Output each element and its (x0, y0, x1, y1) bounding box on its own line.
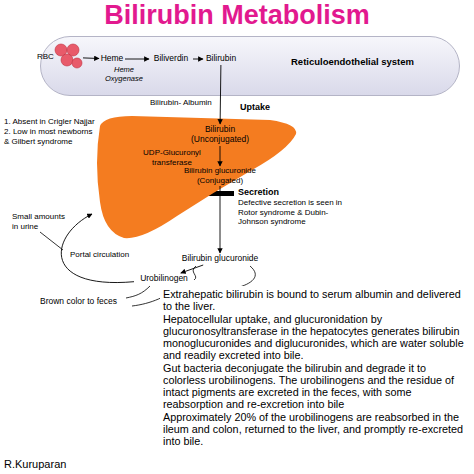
system-band: Reticuloendothelial system RBC Heme Biliver… (40, 36, 460, 96)
rbc-cluster: RBC (37, 41, 83, 73)
metabolite-label: Bilirubin (Unconjugated) (187, 124, 253, 146)
node-text: Extrahepatic bilirubin is bound to serum… (163, 288, 470, 312)
node-text: UDP-Glucuronyl transferase (140, 148, 204, 167)
annotation: R.Kuruparan (4, 458, 66, 470)
edge-label: Portal circulation (70, 250, 129, 259)
node-text: Bilirubin (203, 53, 239, 63)
metabolite-label: Bilirubin glucuronide (170, 253, 270, 265)
metabolite-label: Bilirubin glucuronide (Conjugated) (170, 166, 270, 186)
node-text: Approximately 20% of the urobilinogens a… (163, 411, 470, 447)
metabolite-label: Biliverdin (149, 53, 193, 65)
metabolite-label: Heme (99, 53, 125, 65)
text-box: Extrahepatic bilirubin is bound to serum… (160, 286, 472, 472)
node-text: Heme (99, 53, 125, 63)
leader-line (40, 232, 63, 250)
annotation: Small amounts in urine (12, 212, 70, 232)
node-text: Bilirubin glucuronide (Conjugated) (170, 166, 270, 186)
annotation: Brown color to feces (40, 296, 117, 306)
metabolite-label: Urobilinogen (134, 273, 194, 285)
node-text: Urobilinogen (134, 273, 194, 283)
node-text: Uptake (240, 102, 270, 112)
annotation: Defective secretion is seen in Rotor syn… (238, 198, 350, 227)
annotation: Secretion (238, 187, 279, 197)
flow-arrow (181, 265, 203, 273)
node-text: Bilirubin (Unconjugated) (187, 124, 253, 144)
intestine-line (193, 266, 196, 280)
intestine-line (126, 286, 150, 298)
node-text: Reticuloendothelial system (291, 56, 414, 67)
enzyme-label: UDP-Glucuronyl transferase (140, 148, 204, 168)
metabolite-label: Bilirubin (203, 53, 239, 65)
flow-arrow (220, 186, 221, 253)
annotation: 2. Low in most newborns & Gilbert syndro… (4, 127, 100, 147)
edge-label: Heme Oxygenase (104, 66, 144, 83)
node-text: Biliverdin (149, 53, 193, 63)
edge-label: Bilirubin- Albumin (150, 98, 212, 107)
node-text: Gut bacteria deconjugate the bilirubin a… (163, 362, 470, 410)
annotation: 1. Absent in Crigler Najjar (4, 117, 104, 127)
node-text: Bilirubin glucuronide (170, 253, 270, 263)
node-text: Hepatocellular uptake, and glucuronidati… (163, 313, 470, 361)
title: Bilirubin Metabolism (0, 0, 474, 31)
node-text: RBC (37, 52, 54, 61)
intestine-line (236, 266, 255, 288)
